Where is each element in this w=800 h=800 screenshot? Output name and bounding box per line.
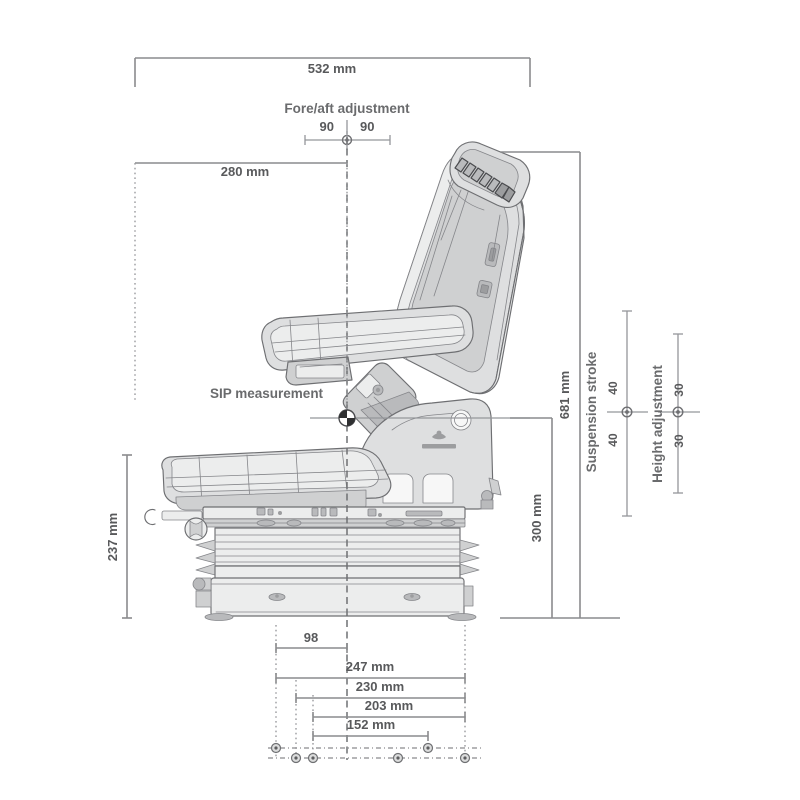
- mounting-hole-marker: [270, 742, 282, 754]
- armrest-bracket: [285, 356, 353, 386]
- slide-rail-assembly: [202, 506, 466, 528]
- seat-headrest: [440, 141, 531, 241]
- suspension-stroke-center-marker: [621, 406, 633, 418]
- annotation-sip-measurement: SIP measurement: [210, 386, 530, 427]
- seat-frame-plate: [357, 398, 494, 510]
- seat-armrest: [261, 305, 474, 371]
- label-suspension-stroke: Suspension stroke: [584, 351, 599, 472]
- dimension-stack-base: 98 247 mm 230 mm 203 mm: [268, 625, 483, 764]
- dimension-98: 98: [275, 630, 348, 653]
- dimension-overall-height: 681 mm: [500, 151, 581, 618]
- suspension-bellows: [195, 527, 480, 581]
- annotation-fore-aft-adjustment: Fore/aft adjustment 90 90: [284, 101, 410, 150]
- mounting-hole-marker: [422, 742, 434, 754]
- mounting-hole-rows: [268, 742, 483, 764]
- label-fore-aft: Fore/aft adjustment: [284, 101, 410, 116]
- dimension-cushion-height: 300 mm: [500, 417, 620, 619]
- seat-cushion: [161, 447, 392, 511]
- label-fore-aft-left: 90: [320, 119, 334, 134]
- label-overall-width: 532 mm: [308, 61, 356, 76]
- label-base-width-2: 230 mm: [356, 679, 404, 694]
- dimension-203: 203 mm: [312, 698, 466, 722]
- label-lower-height: 237 mm: [105, 513, 120, 561]
- mounting-hole-marker: [459, 752, 471, 764]
- label-sip-measurement: SIP measurement: [210, 386, 324, 401]
- suspension-base: [192, 577, 477, 621]
- annotation-suspension-stroke: Suspension stroke 40 40: [584, 310, 648, 517]
- dimension-152: 152 mm: [312, 717, 429, 741]
- label-overall-height: 681 mm: [557, 371, 572, 419]
- backrest-side-controls: [476, 214, 501, 299]
- label-depth-280: 280 mm: [221, 164, 269, 179]
- annotation-height-adjustment: Height adjustment 30 30: [650, 333, 700, 494]
- label-base-width-4: 152 mm: [347, 717, 395, 732]
- label-suspension-stroke-lower: 40: [606, 433, 620, 447]
- label-height-adjustment-lower: 30: [672, 434, 686, 448]
- rail-adjust-knob: [184, 517, 208, 541]
- dimension-230: 230 mm: [295, 679, 466, 703]
- label-base-width-3: 203 mm: [365, 698, 413, 713]
- dimension-depth-280: 280 mm: [134, 162, 348, 420]
- label-base-width-1: 247 mm: [346, 659, 394, 674]
- label-height-adjustment: Height adjustment: [650, 365, 665, 483]
- label-cushion-height: 300 mm: [529, 494, 544, 542]
- dimension-247: 247 mm: [275, 659, 466, 683]
- label-suspension-stroke-upper: 40: [606, 381, 620, 395]
- mounting-hole-marker: [290, 752, 302, 764]
- label-base-offset: 98: [304, 630, 318, 645]
- dimension-lower-height: 237 mm: [105, 454, 132, 619]
- sip-point-marker: [338, 409, 356, 427]
- label-height-adjustment-upper: 30: [672, 383, 686, 397]
- side-lever: [480, 477, 502, 510]
- height-adjustment-center-marker: [672, 406, 684, 418]
- label-fore-aft-right: 90: [360, 119, 374, 134]
- headrest-ribs: [454, 157, 516, 203]
- cushion-release-handle: [144, 508, 203, 526]
- mounting-hole-marker: [392, 752, 404, 764]
- dimension-overall-width: 532 mm: [134, 57, 531, 87]
- manufacturer-logo: [422, 430, 456, 449]
- mounting-hole-marker: [307, 752, 319, 764]
- seat-illustration: [144, 141, 531, 621]
